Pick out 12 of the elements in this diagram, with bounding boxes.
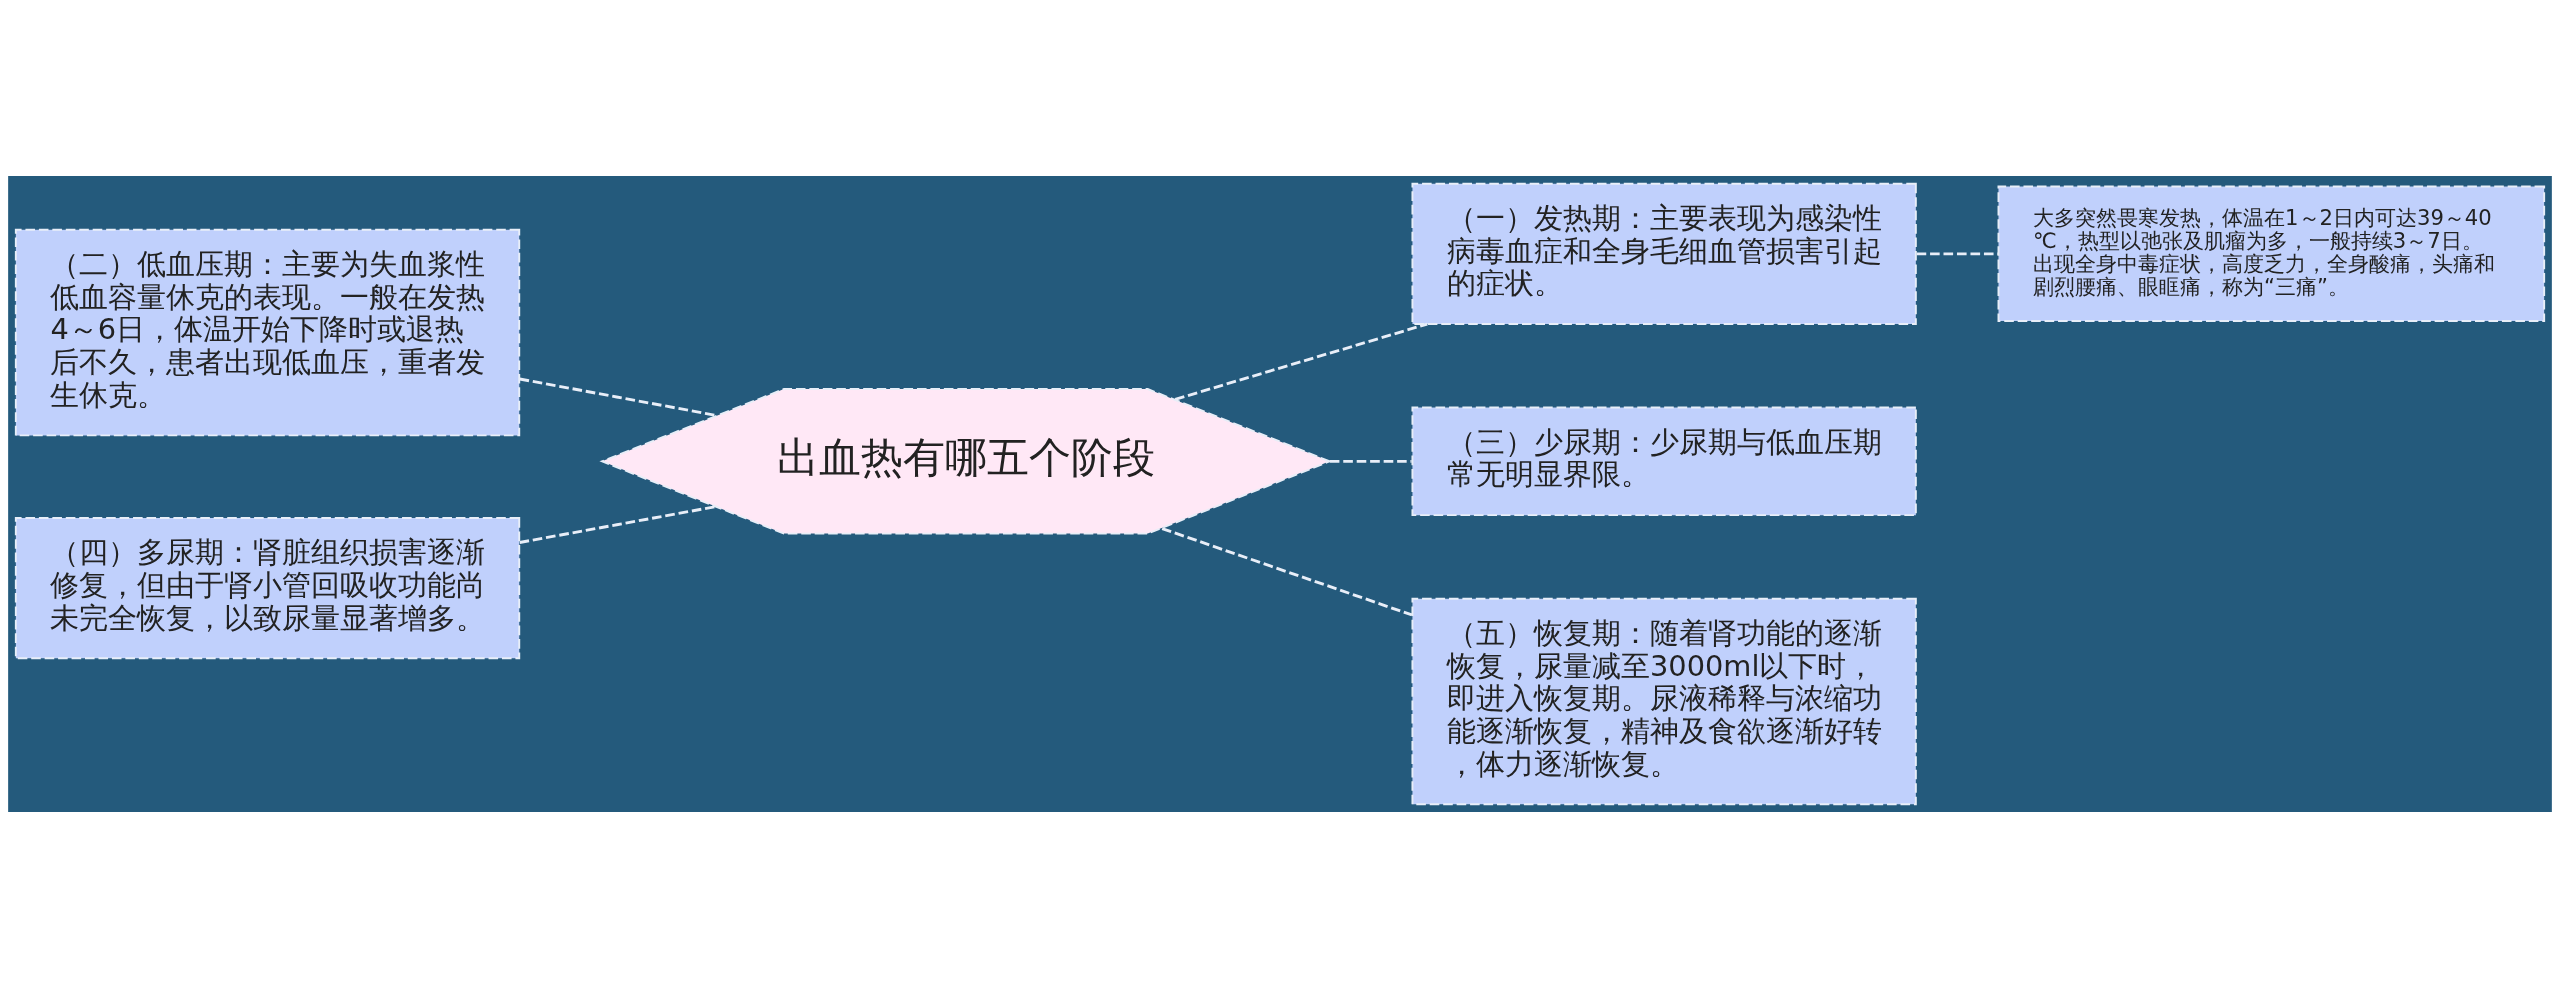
node-box: （二）低血压期：主要为失血浆性低血容量休克的表现。一般在发热4～6日，体温开始下降时或退热后不久，患者出现低血压，重者发生休克。 <box>14 228 521 436</box>
node-box: 大多突然畏寒发热，体温在1～2日内可达39～40℃，热型以弛张及肌瘤为多，一般持续3～7日。出现全身中毒症状，高度乏力，全身酸痛，头痛和剧烈腰痛、眼眶痛，称为“三痛”。 <box>1997 185 2546 322</box>
connector <box>519 377 717 417</box>
connector <box>519 504 716 544</box>
node-box: （三）少尿期：少尿期与低血压期常无明显界限。 <box>1411 406 1917 516</box>
connector <box>1161 526 1413 616</box>
connector <box>1916 251 1999 255</box>
node-box: （五）恢复期：随着肾功能的逐渐恢复，尿量减至3000ml以下时，即进入恢复期。尿液稀释与浓缩功能逐渐恢复，精神及食欲逐渐好转，体力逐渐恢复。 <box>1411 597 1917 805</box>
connector <box>1174 322 1428 401</box>
node-box: （一）发热期：主要表现为感染性病毒血症和全身毛细血管损害引起的症状。 <box>1411 182 1917 325</box>
node-box: （四）多尿期：肾脏组织损害逐渐修复，但由于肾小管回吸收功能尚未完全恢复，以致尿量显著增多。 <box>14 516 521 659</box>
connector <box>1329 459 1412 463</box>
